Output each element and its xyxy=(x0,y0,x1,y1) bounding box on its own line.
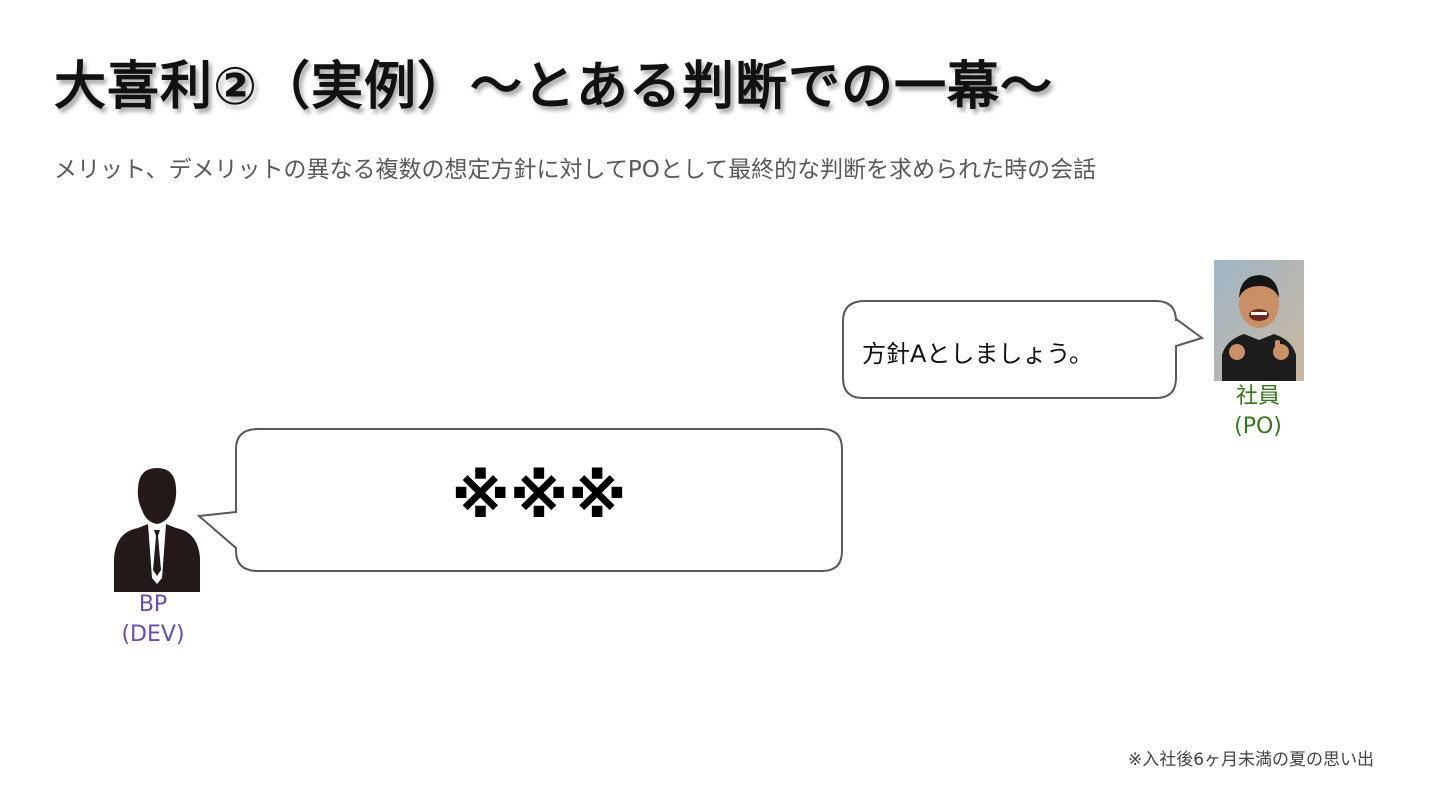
businessman-silhouette-icon xyxy=(114,468,200,592)
po-speaker-role: (PO) xyxy=(1234,414,1282,439)
po-speech-text: 方針Aとしましょう。 xyxy=(862,340,1093,368)
slide-subtitle: メリット、デメリットの異なる複数の想定方針に対してPOとして最終的な判断を求めら… xyxy=(54,157,1097,183)
bp-speech-text: ※※※ xyxy=(451,462,627,532)
po-speaker-label: 社員 (PO) xyxy=(1212,382,1304,442)
bp-speaker-role: (DEV) xyxy=(121,622,185,647)
bp-speaker-name: BP xyxy=(138,592,168,617)
footnote: ※入社後6ヶ月未満の夏の思い出 xyxy=(1128,750,1375,770)
po-speaker-name: 社員 xyxy=(1235,384,1280,409)
bp-speaker-label: BP (DEV) xyxy=(105,590,201,650)
employee-photo xyxy=(1214,260,1304,381)
slide-title: 大喜利②（実例）〜とある判断での一幕〜 xyxy=(54,57,1054,117)
